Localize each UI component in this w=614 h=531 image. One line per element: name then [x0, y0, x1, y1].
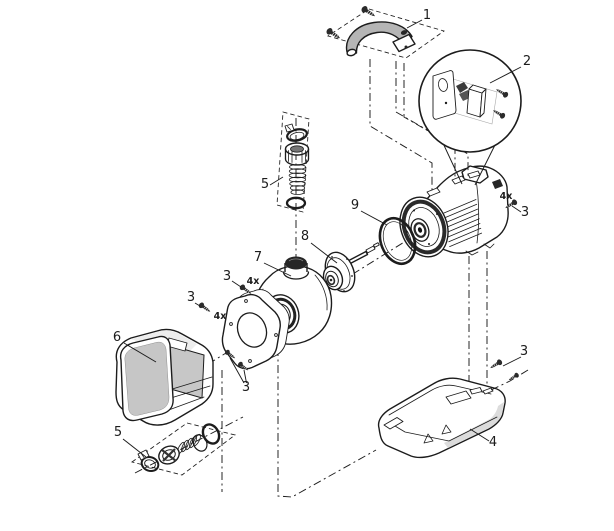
leader-5-lower [122, 438, 147, 458]
leader-8 [310, 242, 338, 264]
screw-icon [359, 4, 378, 20]
rotor-unit [322, 242, 383, 293]
callout-label-3-flange-upper: 3 [223, 269, 231, 284]
leader-6 [123, 342, 157, 363]
detail-circle [418, 49, 522, 186]
leader-3-base [502, 356, 522, 367]
leader-4 [469, 428, 490, 442]
housing-base-alignment-line [277, 348, 377, 498]
callout-label-5-lower: 5 [114, 425, 122, 440]
screw-icon [197, 301, 213, 315]
leader-5-upper [269, 176, 284, 186]
carrying-handle [345, 21, 416, 57]
callout-label-3-base: 3 [520, 344, 528, 359]
screw-icon [324, 26, 343, 42]
hose-lower-axis [134, 416, 244, 474]
handle-line-1 [369, 59, 433, 193]
seal-plate [221, 289, 290, 370]
base-stand [377, 377, 506, 459]
callouts: 1 2 4x 3 3 4x 3 4x 3 3 4 5 5 6 7 8 9 [113, 8, 531, 458]
hose-connector-upper [284, 123, 310, 210]
leader-1 [406, 19, 423, 29]
handle-line-2 [395, 61, 456, 179]
callout-label-1: 1 [423, 8, 431, 23]
callout-qty-flange-lower: 4x [214, 311, 227, 322]
hose-lower-plane [131, 422, 236, 476]
base-screw-axis [488, 369, 529, 392]
hose-upper-plane [276, 111, 310, 213]
screw-icon [488, 358, 504, 371]
leader-3-flange-lower [194, 302, 201, 307]
callout-label-3-motor: 3 [521, 205, 529, 220]
callout-label-3-housing: 3 [242, 380, 250, 395]
o-ring [378, 216, 417, 266]
screw-icon [507, 371, 520, 383]
callout-qty-motor: 4x [500, 191, 513, 202]
leader-3-motor [511, 205, 522, 213]
callout-label-5-upper: 5 [261, 177, 269, 192]
motor-unit [399, 165, 509, 258]
leader-9 [360, 210, 388, 226]
leader-3-housing [229, 357, 247, 384]
callout-label-8: 8 [301, 229, 309, 244]
screws [197, 4, 529, 392]
strainer-housing [115, 328, 214, 426]
reference-planes [131, 8, 445, 476]
callout-label-7: 7 [254, 250, 262, 265]
callout-qty-flange-upper: 4x [247, 276, 260, 287]
hose-connector-lower [137, 423, 221, 473]
callout-label-6: 6 [113, 330, 121, 345]
leader-3-flange-upper [231, 280, 242, 288]
callout-label-9: 9 [351, 198, 359, 213]
callout-label-3-flange-lower: 3 [187, 290, 195, 305]
callout-label-4: 4 [489, 435, 497, 450]
leader-7 [263, 262, 292, 277]
leader-2 [489, 66, 522, 84]
callout-label-2: 2 [523, 54, 531, 69]
